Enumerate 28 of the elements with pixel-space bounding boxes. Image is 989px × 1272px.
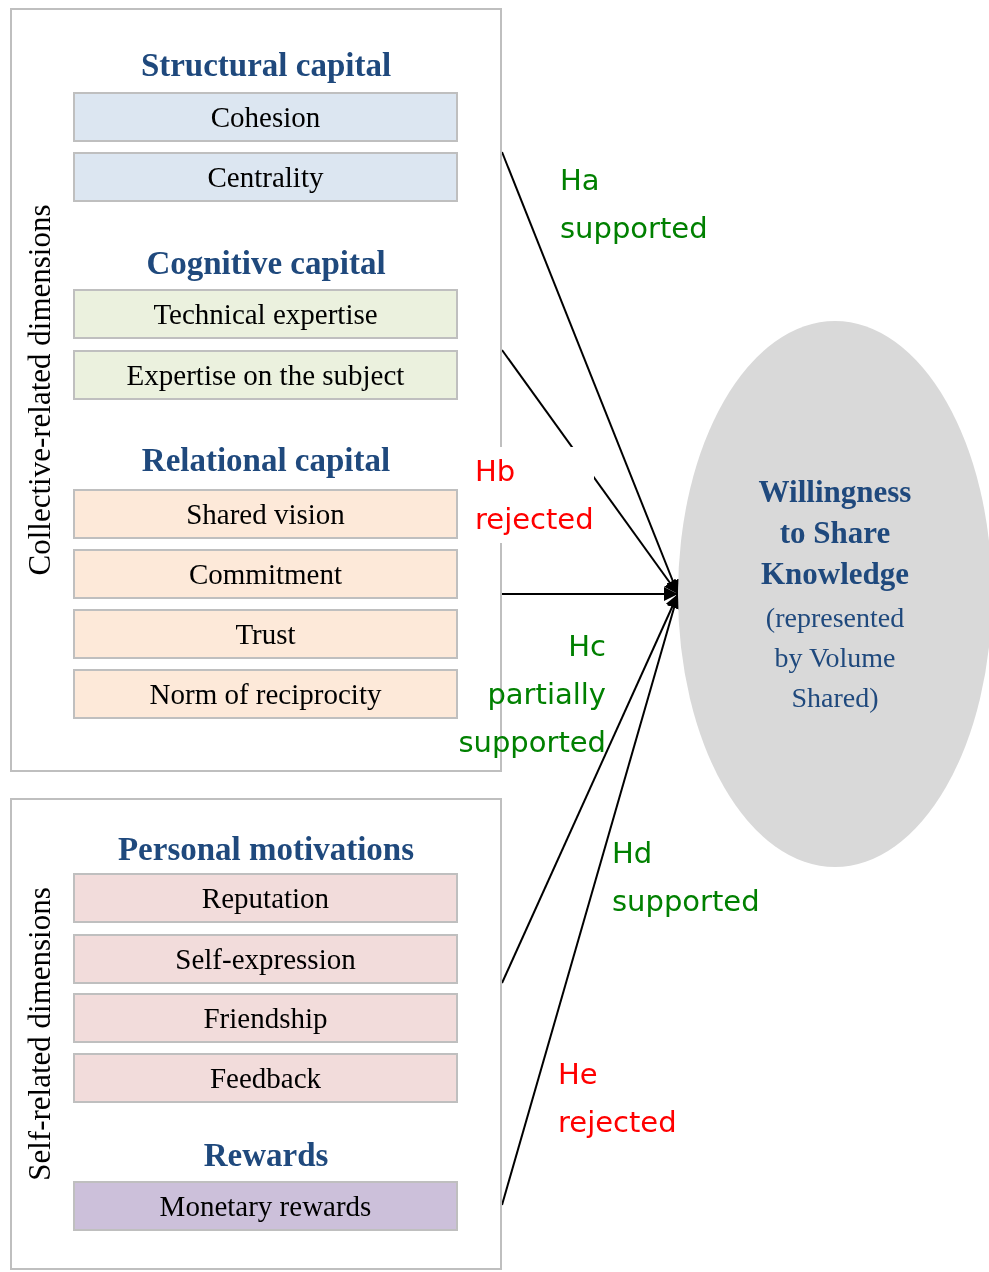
arrow [501, 587, 679, 601]
factor-box: Expertise on the subject [73, 350, 458, 400]
factor-box: Centrality [73, 152, 458, 202]
arrow [501, 349, 679, 595]
section-heading: Structural capital [140, 47, 392, 84]
section-heading: Rewards [203, 1137, 329, 1174]
edge-label: Hb rejected [475, 447, 594, 543]
factor-box: Friendship [73, 993, 458, 1043]
factor-box: Cohesion [73, 92, 458, 142]
outcome-title: Willingness to Share Knowledge [757, 472, 913, 593]
factor-box: Commitment [73, 549, 458, 599]
arrow [501, 593, 679, 984]
outcome-note: (represented by Volume Shared) [764, 600, 906, 715]
factor-box: Norm of reciprocity [73, 669, 458, 719]
factor-box: Reputation [73, 873, 458, 923]
panel-title: Self-related dimensions [22, 887, 58, 1181]
panel-title: Collective-related dimensions [22, 204, 58, 576]
factor-box: Feedback [73, 1053, 458, 1103]
section-heading: Cognitive capital [146, 245, 386, 282]
dimension-panel [10, 798, 502, 1270]
section-heading: Personal motivations [117, 831, 415, 868]
factor-box: Technical expertise [73, 289, 458, 339]
factor-box: Self-expression [73, 934, 458, 984]
factor-box: Monetary rewards [73, 1181, 458, 1231]
edge-label: Hc partially supported [458, 628, 606, 761]
factor-box: Shared vision [73, 489, 458, 539]
section-heading: Relational capital [141, 442, 391, 479]
factor-box: Trust [73, 609, 458, 659]
